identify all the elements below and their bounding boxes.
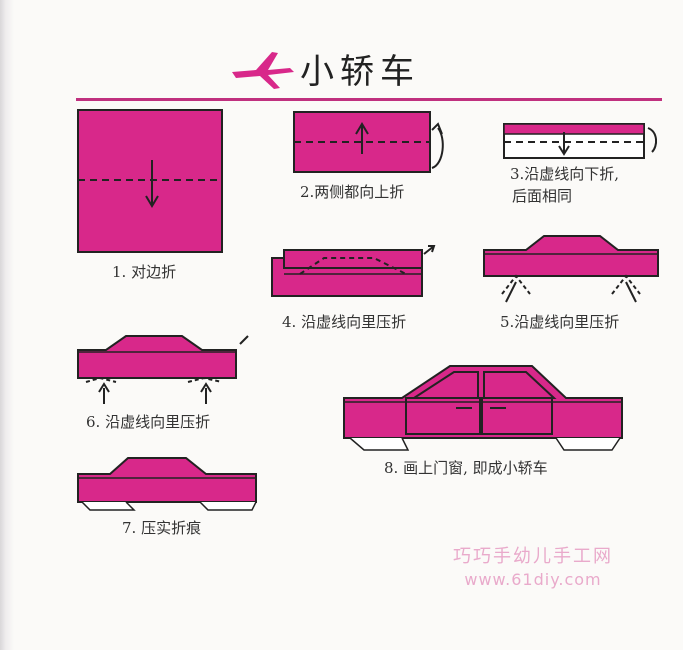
airplane-icon bbox=[232, 52, 294, 89]
step-6-label: 6. 沿虚线向里压折 bbox=[86, 413, 211, 431]
title-row: 小轿车 bbox=[228, 44, 468, 92]
step-1-label: 1. 对边折 bbox=[112, 263, 177, 281]
step-3-label-line2: 后面相同 bbox=[512, 187, 573, 205]
watermark-url: www.61diy.com bbox=[464, 570, 602, 589]
step-4-diagram bbox=[271, 245, 436, 297]
step-7-diagram bbox=[77, 457, 257, 511]
step-4-label: 4. 沿虚线向里压折 bbox=[282, 313, 407, 331]
step-8-diagram bbox=[343, 365, 623, 451]
step-5-label: 5.沿虚线向里压折 bbox=[500, 313, 620, 331]
step-8-label: 8. 画上门窗, 即成小轿车 bbox=[384, 459, 548, 477]
page-title: 小轿车 bbox=[300, 52, 420, 92]
page-binding-edge bbox=[0, 0, 14, 650]
watermark: 巧巧手幼儿手工网 www.61diy.com bbox=[438, 542, 628, 589]
step-3-label-line1: 3.沿虚线向下折, bbox=[510, 165, 620, 183]
step-2-diagram bbox=[293, 111, 444, 173]
step-6-diagram bbox=[77, 335, 249, 404]
step-2-label: 2.两侧都向上折 bbox=[300, 183, 405, 201]
step-5-diagram bbox=[483, 235, 659, 303]
step-7-label: 7. 压实折痕 bbox=[122, 519, 202, 537]
title-underline bbox=[76, 98, 662, 101]
step-3-diagram bbox=[503, 123, 658, 159]
step-1-diagram bbox=[77, 109, 223, 253]
watermark-site-name: 巧巧手幼儿手工网 bbox=[453, 546, 613, 567]
